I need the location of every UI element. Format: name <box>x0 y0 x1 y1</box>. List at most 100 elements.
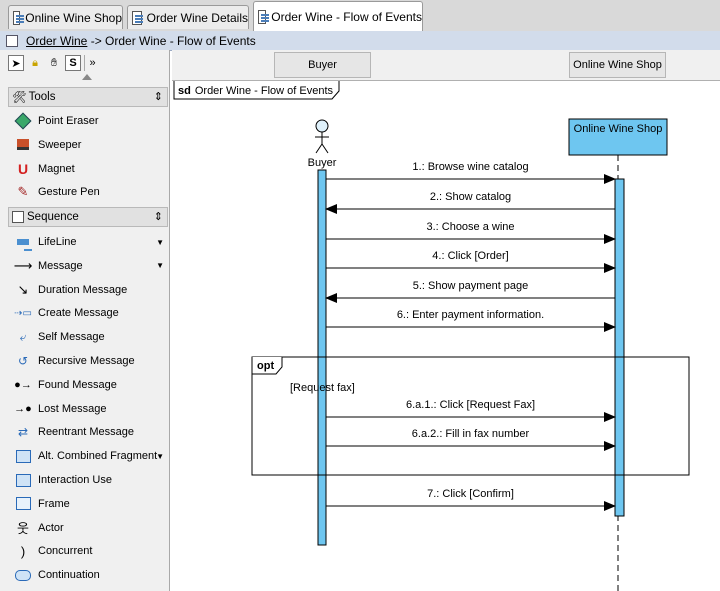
palette-item-label: Concurrent <box>38 545 93 558</box>
column-header-buyer[interactable]: Buyer <box>274 52 371 78</box>
message-9[interactable]: 7.: Click [Confirm] <box>326 488 616 511</box>
palette-item-alt-combined-fragment[interactable]: Alt. Combined Fragment▼ <box>8 445 168 467</box>
frame-icon <box>14 496 32 512</box>
tab-order-wine-details[interactable]: Order Wine Details <box>127 5 249 29</box>
dropdown-arrow-icon[interactable]: ▼ <box>156 261 164 271</box>
pin-icon[interactable]: ⇕ <box>153 211 163 223</box>
hand-icon[interactable]: ✋︎ <box>50 56 58 69</box>
palette-item-label: Message <box>38 259 83 272</box>
message-5[interactable]: 5.: Show payment page <box>325 280 615 303</box>
create-message-icon: ⇢▭ <box>14 307 32 319</box>
dropdown-arrow-icon[interactable]: ▼ <box>156 451 164 461</box>
palette-item-label: Duration Message <box>38 283 128 296</box>
message-label: 1.: Browse wine catalog <box>412 161 528 173</box>
interaction-use-icon <box>14 472 32 488</box>
alt-combined-fragment-icon <box>14 448 32 464</box>
message-8[interactable]: 6.a.2.: Fill in fax number <box>326 428 616 451</box>
pin-icon[interactable]: ⇕ <box>153 91 163 103</box>
breadcrumb: Order Wine -> Order Wine - Flow of Event… <box>0 31 720 51</box>
palette-item-label: LifeLine <box>38 236 77 248</box>
message-label: 6.a.2.: Fill in fax number <box>412 428 530 440</box>
palette-item-label: Found Message <box>38 378 117 391</box>
column-header-online-wine-shop[interactable]: Online Wine Shop <box>569 52 666 78</box>
palette-item-label: Reentrant Message <box>38 426 134 439</box>
actor-right-leg <box>321 143 329 154</box>
actor-left-leg <box>315 143 323 154</box>
shop-activation-bar[interactable] <box>614 178 625 517</box>
palette-item-recursive-message[interactable]: ↺Recursive Message <box>8 350 168 372</box>
palette-item-self-message[interactable]: ⤶Self Message <box>8 326 168 348</box>
palette-item-duration-message[interactable]: ↘ Duration Message <box>8 279 168 301</box>
fragment-frame <box>251 356 690 476</box>
editor-tab-bar: Online Wine Shop Order Wine Details Orde… <box>0 0 720 32</box>
selector-arrow-icon[interactable]: ➤ <box>8 55 24 71</box>
palette-item-reentrant-message[interactable]: ⇄ Reentrant Message <box>8 421 168 443</box>
lifeline-header-bar: Buyer Online Wine Shop <box>172 50 720 81</box>
breadcrumb-link-order-wine[interactable]: Order Wine <box>26 33 88 48</box>
magnet-icon: U <box>17 160 29 177</box>
fragment-guard: [Request fax] <box>290 382 355 394</box>
palette-item-label: Gesture Pen <box>38 186 100 199</box>
palette-item-concurrent[interactable]: ) Concurrent <box>8 540 168 562</box>
diagram-icon <box>132 10 143 25</box>
palette-item-sweeper[interactable]: Sweeper <box>8 134 168 156</box>
diagram-icon <box>13 10 25 25</box>
fragment-operator: opt <box>257 360 274 372</box>
concurrent-icon: ) <box>20 543 26 559</box>
sd-name: Order Wine - Flow of Events <box>195 85 334 97</box>
palette-item-label: Create Message <box>38 307 119 320</box>
message-6[interactable]: 6.: Enter payment information. <box>326 309 616 332</box>
opt-combined-fragment[interactable]: opt [Request fax] <box>251 356 690 476</box>
palette-item-gesture-pen[interactable]: ✎Gesture Pen <box>8 181 168 203</box>
breadcrumb-current: Order Wine - Flow of Events <box>105 33 256 48</box>
palette-item-label: Actor <box>38 521 64 534</box>
message-2[interactable]: 2.: Show catalog <box>325 191 615 214</box>
palette-item-label: Sweeper <box>38 138 82 151</box>
scroll-up-arrow-icon[interactable] <box>82 74 92 80</box>
palette-item-label: Continuation <box>38 569 100 582</box>
palette-item-label: Recursive Message <box>38 355 135 367</box>
message-3[interactable]: 3.: Choose a wine <box>326 221 616 244</box>
message-4[interactable]: 4.: Click [Order] <box>326 250 616 273</box>
message-label: 3.: Choose a wine <box>426 221 514 233</box>
palette-item-frame[interactable]: Frame <box>8 493 168 515</box>
duration-message-icon: ↘ <box>17 281 29 297</box>
lock-icon[interactable]: 🔒︎ <box>32 56 38 69</box>
fragment-tag <box>251 357 283 375</box>
dropdown-arrow-icon[interactable]: ▼ <box>156 237 164 247</box>
palette-item-label: Lost Message <box>38 402 107 415</box>
buyer-actor[interactable]: Buyer <box>308 119 337 169</box>
palette-item-magnet[interactable]: U Magnet <box>8 158 168 180</box>
online-wine-shop-head <box>568 118 668 156</box>
tab-order-wine-flow-of-events[interactable]: Order Wine - Flow of Events <box>253 1 423 31</box>
palette-item-lost-message[interactable]: →●Lost Message <box>8 398 168 420</box>
reentrant-message-icon: ⇄ <box>17 425 29 440</box>
diagram-navigator-icon[interactable] <box>6 34 18 47</box>
sequence-section-header[interactable]: Sequence ⇕ <box>8 207 168 227</box>
message-label: 5.: Show payment page <box>413 280 529 292</box>
tab-label: Online Wine Shop <box>25 10 122 25</box>
sweeper-icon <box>14 137 32 153</box>
message-1[interactable]: 1.: Browse wine catalog <box>326 161 616 184</box>
tab-online-wine-shop[interactable]: Online Wine Shop <box>8 5 123 29</box>
palette-item-label: Magnet <box>38 162 75 175</box>
point-eraser-icon <box>14 112 32 130</box>
expand-palette-icon[interactable]: » <box>84 55 100 71</box>
tab-label: Order Wine - Flow of Events <box>271 9 422 24</box>
palette-item-create-message[interactable]: ⇢▭ Create Message <box>8 302 168 324</box>
tools-section-header[interactable]: 🛠︎ Tools ⇕ <box>8 87 168 107</box>
message-7[interactable]: 6.a.1.: Click [Request Fax] <box>326 399 616 422</box>
breadcrumb-separator: -> <box>87 33 106 48</box>
palette-item-message[interactable]: ⟶Message▼ <box>8 255 168 277</box>
palette-item-interaction-use[interactable]: Interaction Use <box>8 469 168 491</box>
palette-item-lifeline[interactable]: LifeLine ▼ <box>8 231 168 253</box>
palette-item-point-eraser[interactable]: Point Eraser <box>8 110 168 132</box>
found-message-icon: ●→ <box>14 378 32 391</box>
sticky-mode-icon[interactable]: S <box>65 55 81 71</box>
palette-item-found-message[interactable]: ●→ Found Message <box>8 374 168 396</box>
palette-item-continuation[interactable]: Continuation <box>8 564 168 586</box>
